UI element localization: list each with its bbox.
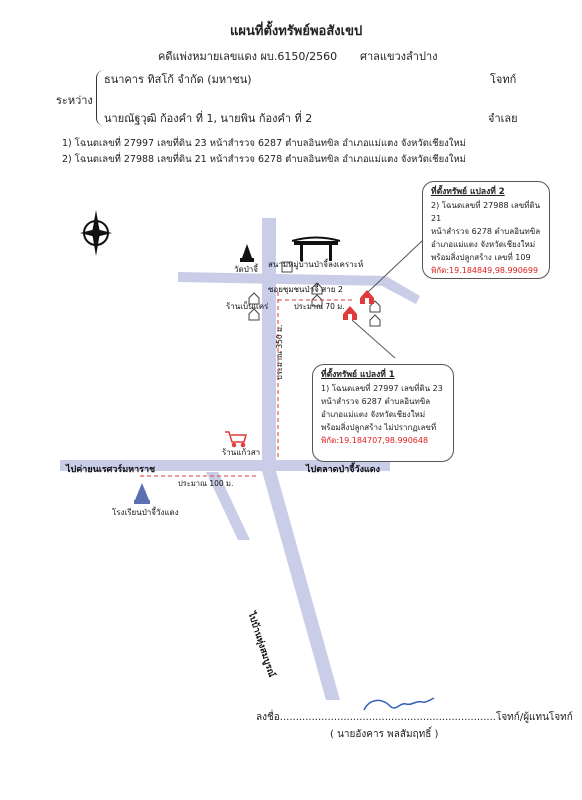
plot-1-line: อำเภอแม่แตง จังหวัดเชียงใหม่ (321, 410, 426, 419)
road-right-label: ไปตลาดป่าจี้วังแดง (306, 465, 381, 475)
school-icon (134, 483, 150, 504)
defendant-role: จำเลย (488, 112, 518, 125)
temple-icon (240, 244, 254, 262)
signature-line: ลงชื่อ..................................… (256, 712, 573, 723)
plot-2-line: หน้าสำรวจ 6278 ตำบลอินทขิล (431, 227, 541, 236)
plaintiff-name: ธนาคาร ทิสโก้ จำกัด (มหาชน) (104, 73, 252, 86)
house-label: ร้านเบ็นแคร่ (226, 302, 269, 311)
plot-2-callout: ที่ตั้งทรัพย์ แปลงที่ 2 2) โฉนดเลขที่ 27… (422, 181, 550, 279)
soi-label: ซอยชุมชนป่าจี้ สาย 2 (268, 285, 344, 294)
school-label: โรงเรียนป่าจี้วังแดง (112, 508, 179, 517)
plot-1-line: พร้อมสิ่งปลูกสร้าง ไม่ปรากฏเลขที่ (321, 423, 437, 432)
deed-line-1: 1) โฉนดเลขที่ 27997 เลขที่ดิน 23 หน้าสำร… (62, 138, 466, 149)
deed-line-2: 2) โฉนดเลขที่ 27988 เลขที่ดิน 21 หน้าสำร… (62, 154, 466, 165)
between-label: ระหว่าง (56, 94, 93, 107)
plot-2-line: 2) โฉนดเลขที่ 27988 เลขที่ดิน 21 (431, 201, 541, 223)
road-soi (178, 272, 386, 286)
wat-label: วัดป่าจี้ (234, 265, 258, 274)
plaintiff-role: โจทก์ (490, 73, 517, 86)
case-number: คดีแพ่งหมายเลขแดง ผบ.6150/2560 (158, 50, 338, 63)
page-title: แผนที่ตั้งทรัพย์พอสังเขป (230, 24, 363, 39)
shop-label: ร้านแก้วสา (222, 448, 261, 457)
road-south (262, 471, 340, 700)
property-marker-2-icon (360, 290, 374, 304)
road-west-spur (206, 472, 250, 540)
plot-2-line: อำเภอแม่แตง จังหวัดเชียงใหม่ (431, 240, 536, 249)
signatory-name: ( นายอังคาร พลสัมฤทธิ์ ) (330, 729, 439, 740)
building-icon (281, 261, 293, 273)
distance-100m: ประมาณ 100 ม. (178, 479, 234, 488)
stadium-icon (291, 236, 341, 261)
plot-1-heading: ที่ตั้งทรัพย์ แปลงที่ 1 (321, 370, 395, 380)
party-brace (96, 70, 107, 126)
road-cross (60, 460, 390, 471)
signature-scribble (363, 697, 435, 711)
distance-350m: ประมาณ 350 ม. (275, 324, 284, 380)
court-name: ศาลแขวงลำปาง (360, 50, 438, 63)
road-left-label: ไปค่ายนเรศวร์มหาราช (66, 465, 156, 475)
distance-70m: ประมาณ 70 ม. (294, 302, 345, 311)
plot-2-coord: พิกัด:19.184849,98.990699 (431, 266, 539, 275)
property-marker-1-icon (343, 306, 357, 320)
plot-1-callout: ที่ตั้งทรัพย์ แปลงที่ 1 1) โฉนดเลขที่ 27… (312, 364, 454, 462)
compass-icon (80, 210, 112, 256)
house-icon (248, 282, 381, 327)
stadium-label: สนามหมู่บ้านป่าจี้ลงเคราะห์ (268, 260, 364, 269)
plot-2-heading: ที่ตั้งทรัพย์ แปลงที่ 2 (431, 187, 505, 197)
road-soi-east (382, 276, 420, 304)
road-network (60, 218, 420, 700)
shopping-cart-icon (225, 431, 247, 448)
callout-line-1 (351, 319, 396, 359)
plot-1-coord: พิกัด:19.184707,98.990648 (321, 436, 429, 445)
plot-2-line: พร้อมสิ่งปลูกสร้าง เลขที่ 109 (431, 253, 531, 262)
plot-1-line: 1) โฉนดเลขที่ 27997 เลขที่ดิน 23 (321, 384, 443, 393)
plot-1-line: หน้าสำรวจ 6287 ตำบลอินทขิล (321, 397, 431, 406)
defendant-name: นายณัฐวุฒิ ก้องคำ ที่ 1, นายพิน ก้องคำ ท… (104, 112, 313, 125)
